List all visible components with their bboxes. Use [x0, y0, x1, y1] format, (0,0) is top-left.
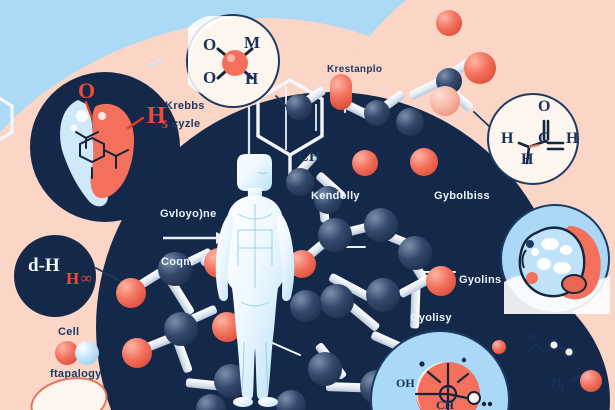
label-cell: Cell: [58, 326, 80, 338]
carbon-atom: [318, 218, 352, 252]
label-krebs: Krebbs: [165, 100, 205, 112]
hydrogen-glyph: H: [501, 130, 514, 147]
water-molecule-bubble: [14, 235, 96, 317]
label-krestample: Krestanplo: [327, 64, 383, 75]
sugar-structure-bubble: [370, 330, 510, 410]
carbon-atom: [158, 252, 192, 286]
carbon-atom: [398, 236, 432, 270]
oxygen-atom: [426, 266, 456, 296]
label-coqm: Coqm: [161, 256, 194, 268]
carbon-atom: [164, 312, 198, 346]
oxygen-atom: [352, 150, 378, 176]
carbon-glyph: C: [538, 130, 550, 147]
aldehyde-structure-bubble: [487, 93, 579, 185]
decorative-dot: [150, 62, 155, 67]
mitochondrion-bubble: [30, 72, 180, 222]
carbon-atom: [286, 168, 314, 196]
methyl-glyph: CH: [436, 398, 454, 410]
cell-pair-icon: [55, 341, 113, 365]
oxygen-glyph: O: [203, 68, 217, 87]
carbon-atom: [364, 208, 398, 242]
oxygen-glyph: O: [78, 78, 96, 103]
hydrogen-subscript-glyph: l: [561, 384, 564, 395]
blue-cell-sphere: [75, 341, 99, 365]
infinity-glyph: ∞: [81, 271, 92, 287]
carbon-atom: [366, 278, 400, 312]
carbon-atom: [430, 86, 460, 116]
cell-organelle-bubble: [500, 204, 610, 314]
hydrogen-glyph: H: [147, 103, 166, 129]
decorative-dot: [158, 58, 162, 62]
oxygen-glyph: O: [538, 98, 551, 115]
deuterium-hydrogen-glyph: d-H: [28, 255, 60, 276]
oxygen-atom: [330, 74, 352, 110]
label-glycogen: Gvloyo)ne: [160, 208, 217, 220]
label-krebs-line2: cyzle: [172, 118, 201, 130]
carbon-atom: [320, 284, 354, 318]
label-gybolbise: Gybolbiss: [434, 190, 490, 202]
label-kendolly: Kendolly: [311, 190, 360, 202]
hydrogen-glyph: H: [66, 269, 80, 288]
oxygen-atom: [116, 278, 146, 308]
label-gyolisy: Gyolisy: [410, 312, 452, 324]
hydrogen-glyph: H: [551, 376, 562, 391]
carbon-atom: [396, 108, 424, 136]
oxygen-atom: [492, 340, 506, 354]
carbon-atom: [364, 100, 390, 126]
oxygen-atom: [436, 10, 462, 36]
oxygen-atom: [122, 338, 152, 368]
cc-glyph: cc: [529, 331, 537, 341]
ch-glyph: CH: [298, 149, 321, 165]
methyl-glyph: M: [244, 33, 261, 52]
carbon-atom: [196, 394, 226, 410]
label-gyolins: Gyolins: [459, 274, 502, 286]
carbon-atom: [286, 94, 312, 120]
carbon-atom: [314, 186, 342, 214]
oxygen-atom: [410, 148, 438, 176]
carbon-atom: [308, 352, 342, 386]
label-ftapalogy: ftapalogy: [50, 368, 102, 380]
hydrogen-glyph: H: [566, 130, 579, 147]
human-anatomy-figure: [214, 152, 296, 408]
carbon-atom: [290, 290, 322, 322]
hydrogen-glyph: H: [245, 69, 259, 88]
hydrogen-subscript-glyph: 5: [162, 117, 168, 131]
hydroxyl-glyph: OH: [396, 376, 415, 390]
oxygen-atom: [464, 52, 496, 84]
carbon-atom: [276, 390, 306, 410]
oxygen-glyph: O: [203, 35, 217, 54]
hydrogen-glyph: H: [521, 151, 534, 168]
oxygen-atom: [580, 370, 602, 392]
carboxyl-group-bubble: [177, 14, 280, 108]
